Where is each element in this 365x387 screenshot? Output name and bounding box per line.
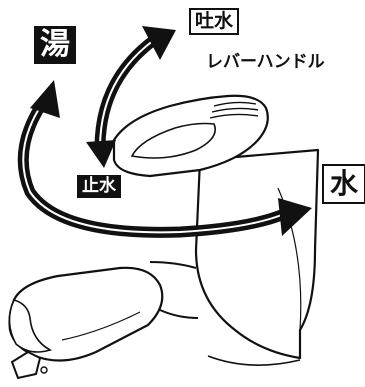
spray-switch-dot [40,366,48,374]
spray-head-detail [61,311,141,341]
lever-handle-recess [130,122,216,159]
hot-cold-arc-highlight [22,103,285,234]
hot-arrowhead [30,80,60,118]
spray-head-neck-lower [159,309,199,319]
lever-handle-label: レバーハンドル [206,52,325,72]
faucet-base-rim [207,355,301,366]
hot-water-label: 湯 [34,26,76,64]
lever-grip-line-1 [213,101,257,107]
spout-water-label: 吐水 [189,8,240,35]
lever-grip-line-3 [209,113,259,119]
lever-grip-line-2 [211,107,259,113]
spray-head-neck [149,261,197,269]
cold-arrowhead [278,198,312,236]
stop-arrowhead [86,140,116,168]
stop-water-label: 止水 [77,175,121,198]
spray-switch [10,350,42,380]
spout-arrowhead [142,26,176,60]
spout-stop-arc-highlight [99,39,155,149]
spray-head-face [8,299,53,353]
cold-water-label: 水 [322,164,365,204]
